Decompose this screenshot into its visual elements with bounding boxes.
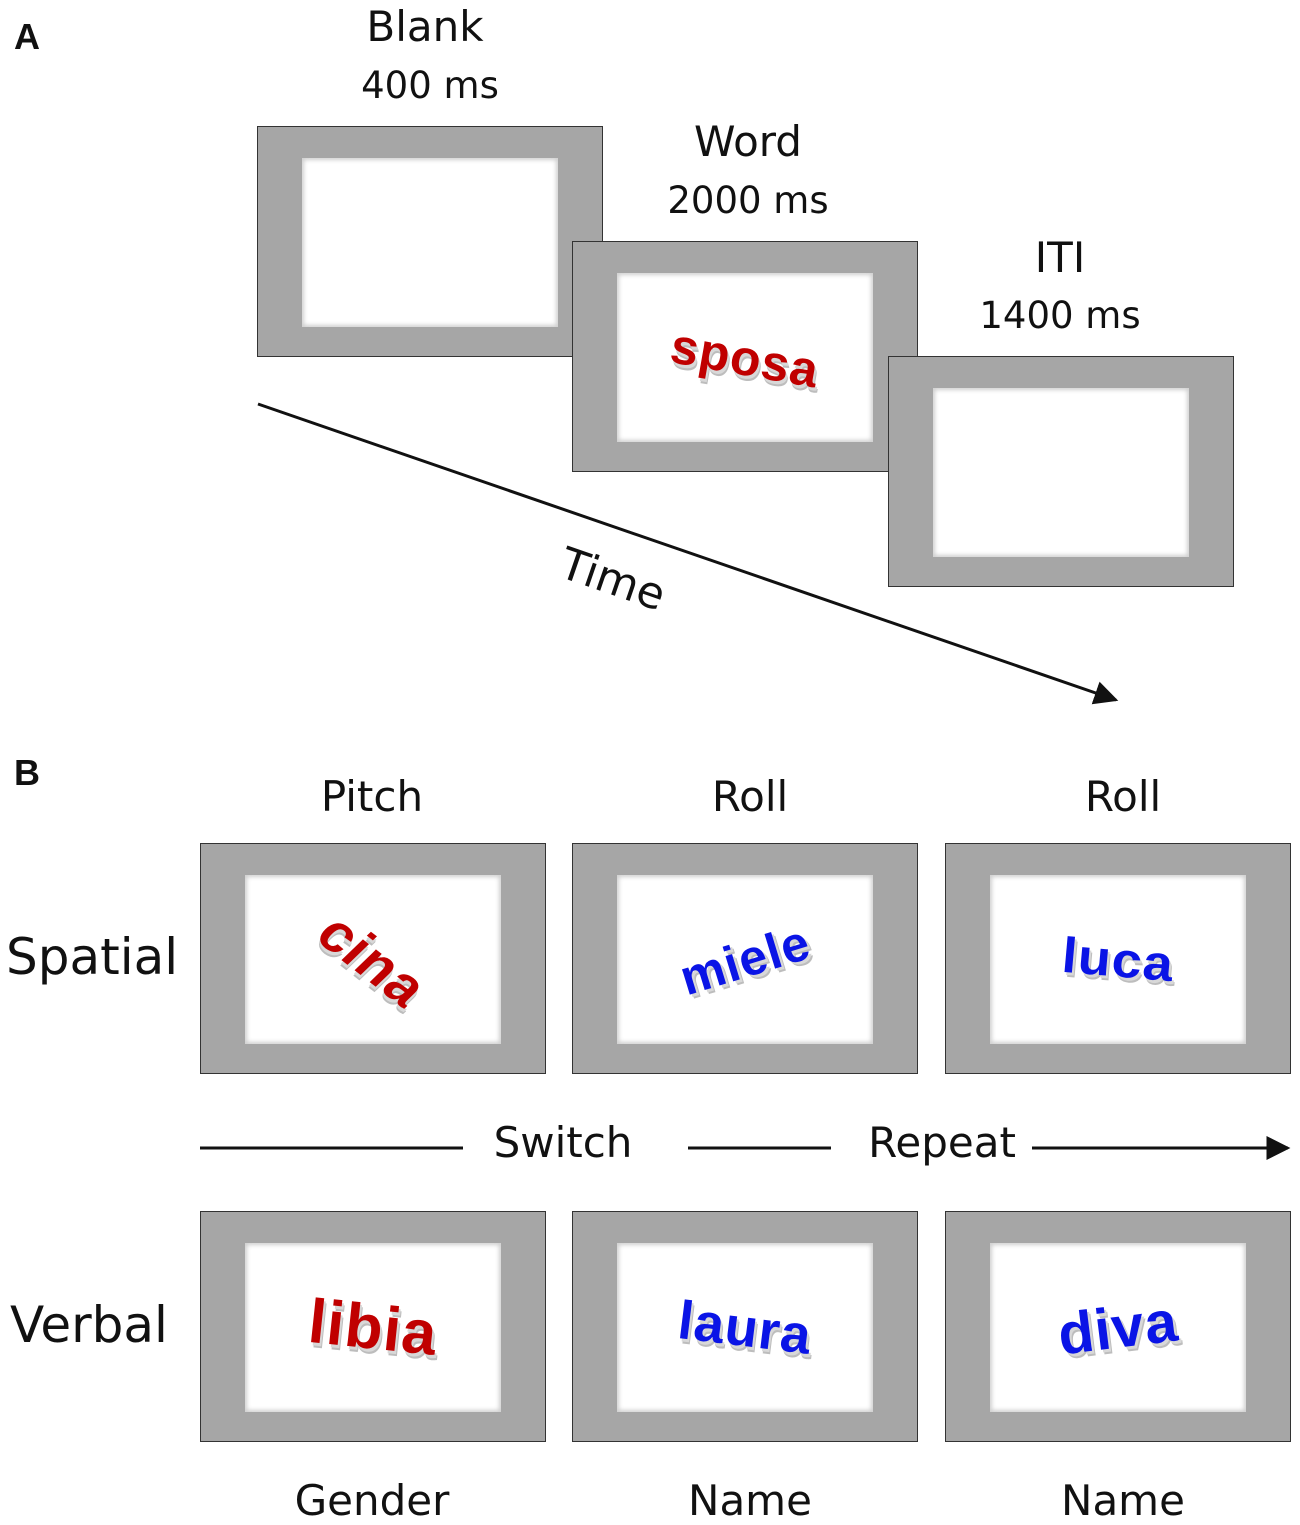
spatial-screen-1: cina bbox=[200, 843, 546, 1074]
verbal-word-laura: laura bbox=[674, 1289, 816, 1366]
verbal-screen-1: libia bbox=[200, 1211, 546, 1442]
spatial-screen-2: miele bbox=[572, 843, 918, 1074]
column-label-1: Pitch bbox=[320, 772, 424, 821]
verbal-screen-2-inner: laura bbox=[617, 1243, 873, 1412]
word-screen: sposa bbox=[572, 241, 918, 472]
time-arrow bbox=[257, 402, 1119, 705]
blank-title: Blank bbox=[366, 2, 484, 51]
verbal-screen-3: diva bbox=[945, 1211, 1291, 1442]
bottom-label-3: Name bbox=[1061, 1476, 1185, 1525]
iti-screen-inner bbox=[933, 388, 1189, 557]
blank-duration: 400 ms bbox=[361, 64, 499, 107]
spatial-word-luca: luca bbox=[1059, 927, 1177, 992]
verbal-word-diva: diva bbox=[1054, 1287, 1182, 1368]
column-label-3: Roll bbox=[1084, 772, 1162, 821]
word-title: Word bbox=[694, 117, 802, 166]
panel-b-letter: B bbox=[14, 752, 40, 793]
panel-a-letter: A bbox=[14, 16, 40, 57]
spatial-screen-3-inner: luca bbox=[990, 875, 1246, 1044]
column-label-2: Roll bbox=[711, 772, 789, 821]
iti-screen bbox=[888, 356, 1234, 587]
iti-duration: 1400 ms bbox=[979, 294, 1141, 337]
verbal-screen-3-inner: diva bbox=[990, 1243, 1246, 1412]
spatial-word-miele: miele bbox=[673, 913, 817, 1006]
spatial-screen-3: luca bbox=[945, 843, 1291, 1074]
spatial-word-cina: cina bbox=[304, 901, 442, 1018]
verbal-screen-2: laura bbox=[572, 1211, 918, 1442]
word-duration: 2000 ms bbox=[667, 179, 829, 222]
bottom-label-1: Gender bbox=[294, 1476, 450, 1525]
bottom-label-2: Name bbox=[688, 1476, 812, 1525]
verbal-screen-1-inner: libia bbox=[245, 1243, 501, 1412]
switch-label: Switch bbox=[493, 1118, 633, 1167]
spatial-screen-2-inner: miele bbox=[617, 875, 873, 1044]
verbal-word-libia: libia bbox=[305, 1286, 441, 1369]
iti-title: ITI bbox=[1034, 233, 1086, 282]
row-label-verbal: Verbal bbox=[10, 1296, 168, 1354]
spatial-screen-1-inner: cina bbox=[245, 875, 501, 1044]
blank-screen-inner bbox=[302, 158, 558, 327]
repeat-label: Repeat bbox=[868, 1118, 1016, 1167]
word-screen-inner: sposa bbox=[617, 273, 873, 442]
blank-screen bbox=[257, 126, 603, 357]
row-label-spatial: Spatial bbox=[6, 928, 179, 986]
